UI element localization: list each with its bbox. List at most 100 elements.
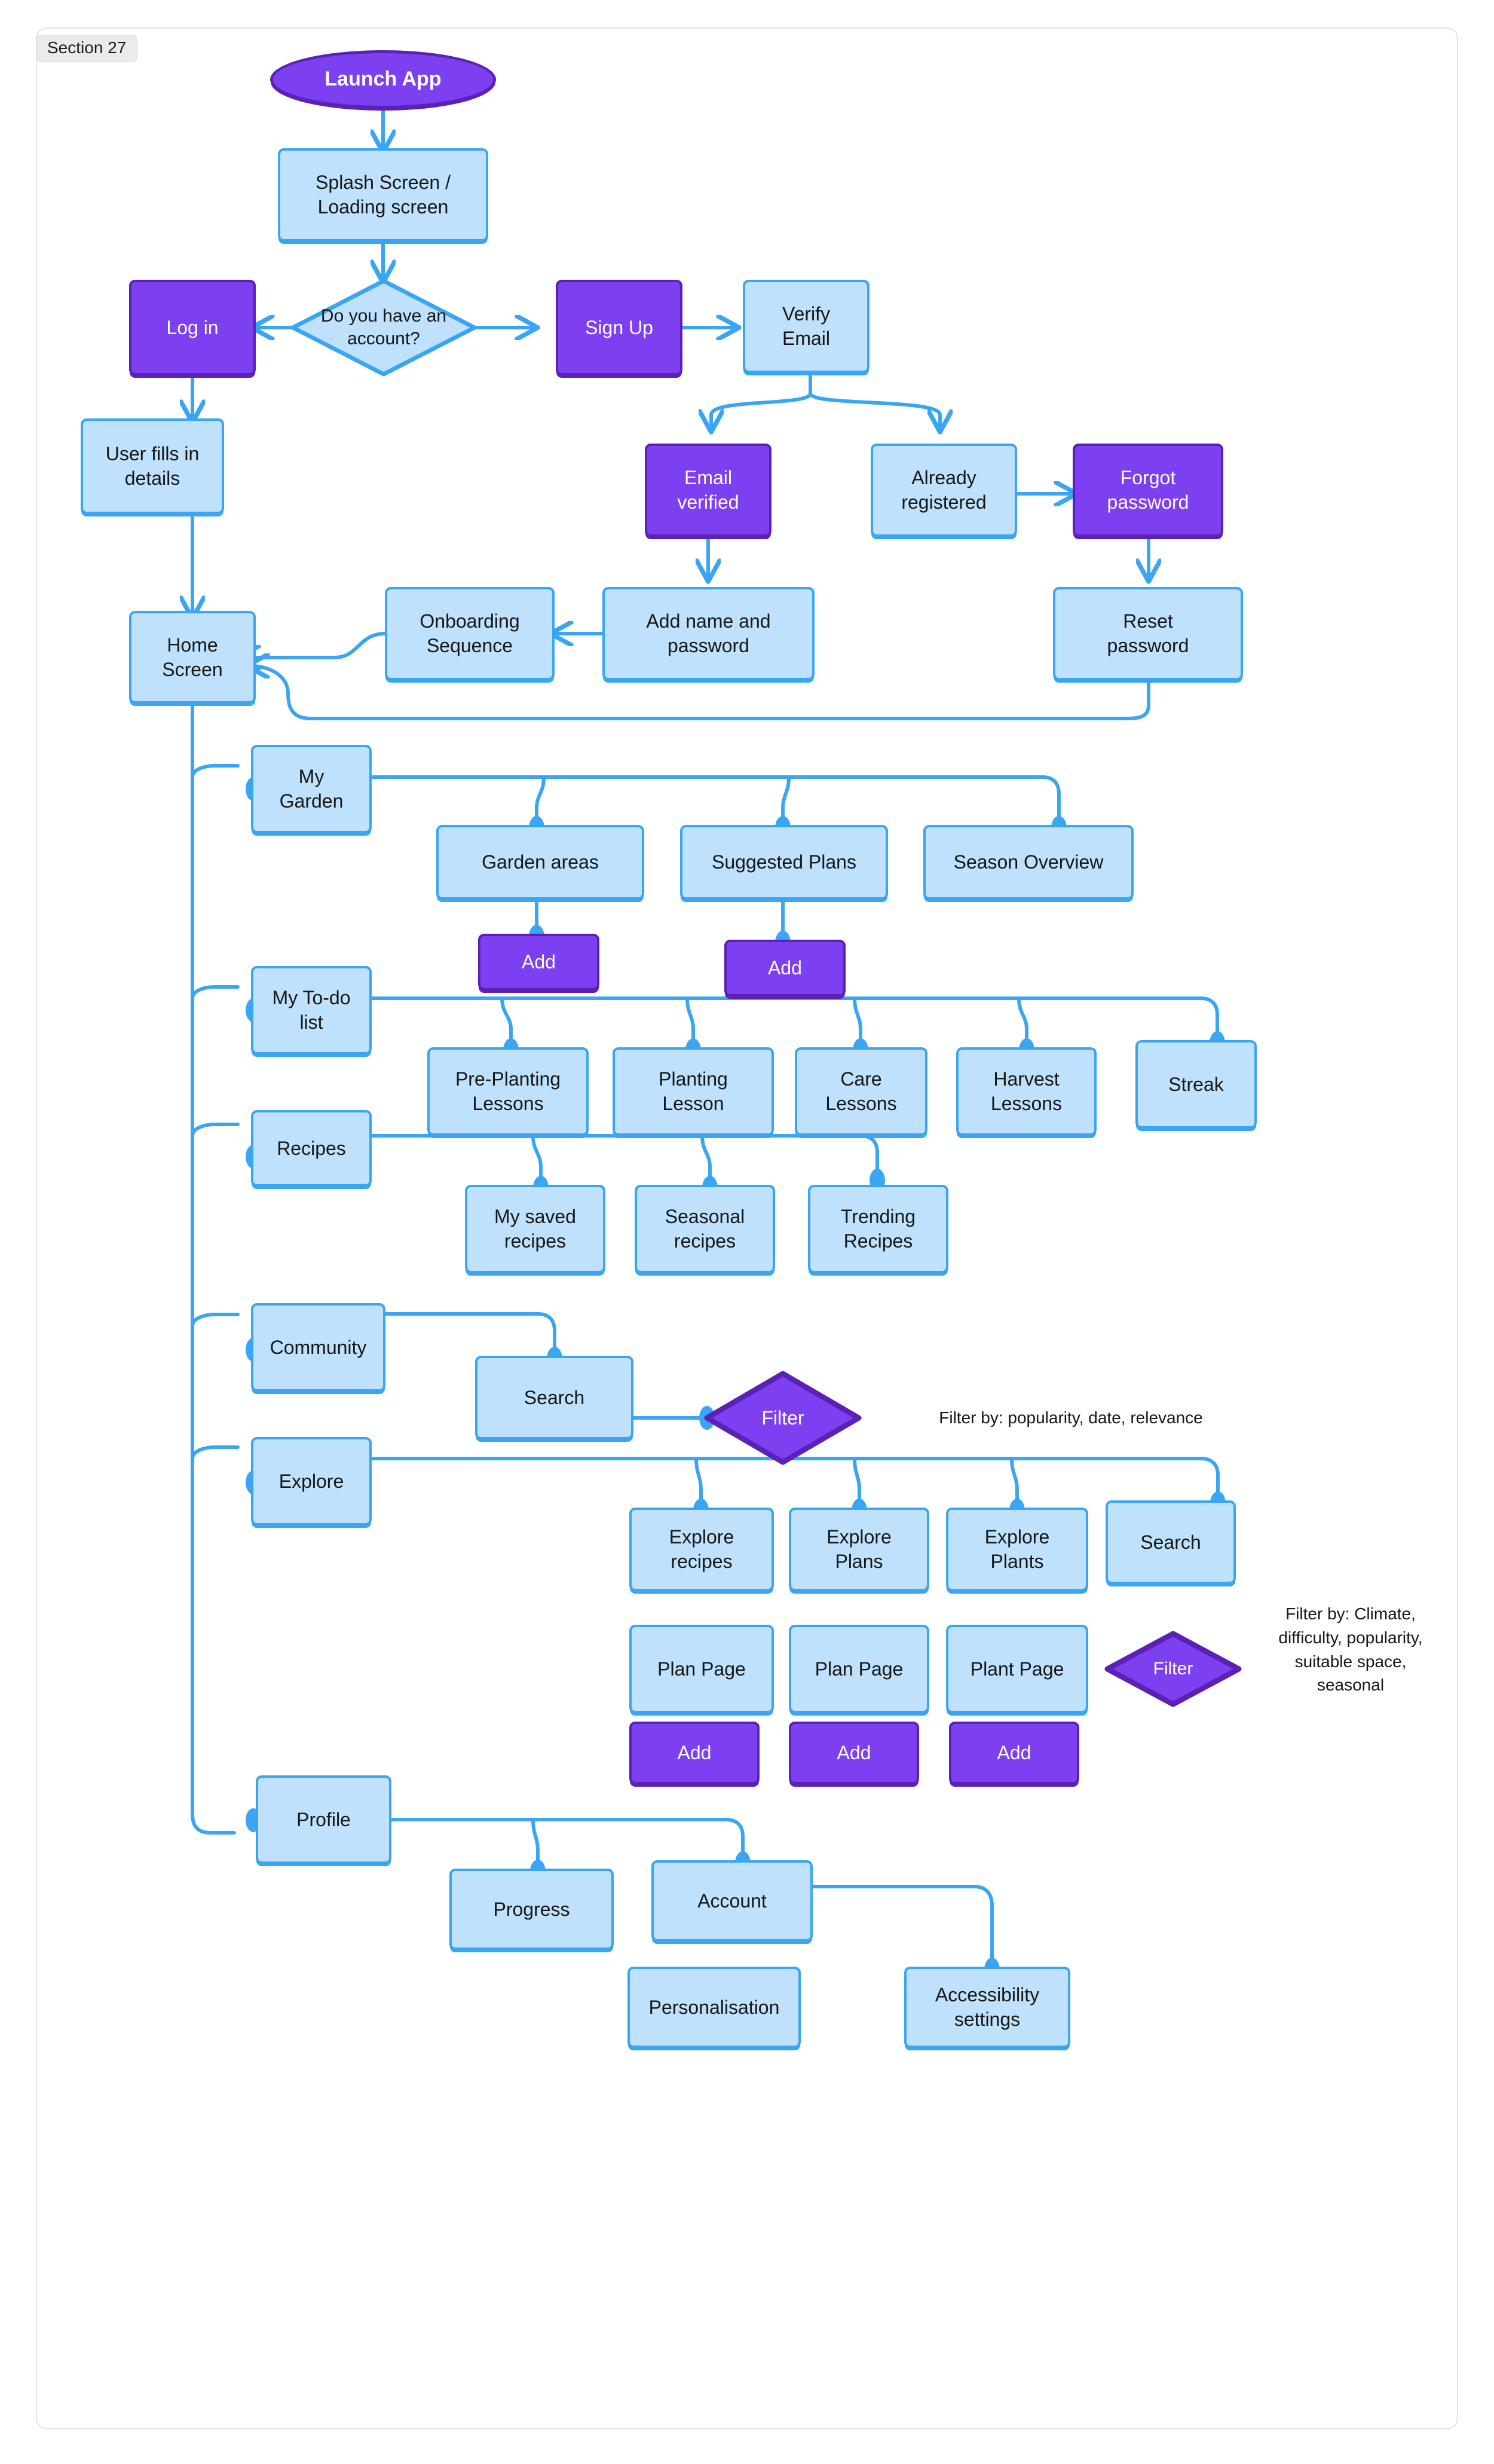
- node-progress[interactable]: Progress: [449, 1869, 614, 1950]
- node-explore-recipes-line2: recipes: [671, 1551, 733, 1572]
- node-seasonal-line2: recipes: [673, 1230, 736, 1252]
- node-onboarding-line2: Sequence: [426, 635, 513, 656]
- node-explore-filter-label: Filter: [1153, 1658, 1193, 1679]
- node-plan-page-1[interactable]: Plan Page: [629, 1625, 774, 1713]
- node-explore-search[interactable]: Search: [1106, 1500, 1236, 1584]
- node-pre-planting-lessons[interactable]: Pre-Planting Lessons: [427, 1047, 589, 1136]
- node-suggested-plans-label: Suggested Plans: [712, 851, 856, 873]
- node-email-verified[interactable]: Email verified: [645, 444, 772, 537]
- node-streak[interactable]: Streak: [1135, 1040, 1257, 1129]
- node-progress-label: Progress: [493, 1898, 570, 1920]
- note-community-filter: Filter by: popularity, date, relevance: [904, 1406, 1238, 1430]
- node-my-todo-list[interactable]: My To-do list: [251, 966, 372, 1054]
- node-planting-lesson[interactable]: Planting Lesson: [613, 1047, 774, 1136]
- node-forgot-password[interactable]: Forgot password: [1073, 444, 1223, 537]
- node-verify-email[interactable]: Verify Email: [743, 280, 870, 373]
- node-my-todo-line2: list: [299, 1011, 323, 1033]
- node-explore-plants-line2: Plants: [990, 1551, 1044, 1572]
- node-already-registered-line2: registered: [901, 491, 987, 513]
- node-log-in[interactable]: Log in: [129, 280, 256, 375]
- node-log-in-label: Log in: [166, 316, 219, 338]
- node-accessibility-settings[interactable]: Accessibility settings: [904, 1967, 1070, 2048]
- node-already-registered-line1: Already: [911, 467, 976, 489]
- node-explore-recipes-line1: Explore: [669, 1526, 734, 1548]
- node-care-lessons-line2: Lessons: [825, 1093, 897, 1114]
- note-explore-filter-line3: suitable space,: [1294, 1652, 1407, 1671]
- note-explore-filter: Filter by: Climate, difficulty, populari…: [1252, 1602, 1449, 1697]
- node-email-verified-line1: Email: [684, 467, 732, 489]
- node-explore[interactable]: Explore: [251, 1437, 372, 1526]
- node-splash-line2: Loading screen: [317, 196, 449, 218]
- node-community-search-label: Search: [523, 1386, 585, 1408]
- node-my-garden-line1: My: [298, 766, 324, 788]
- node-sign-up[interactable]: Sign Up: [556, 280, 682, 375]
- node-suggested-plans[interactable]: Suggested Plans: [680, 825, 888, 900]
- node-plan-page-1-label: Plan Page: [657, 1658, 746, 1680]
- node-planting-lesson-line1: Planting: [659, 1068, 728, 1090]
- node-community[interactable]: Community: [251, 1303, 385, 1392]
- node-explore-filter[interactable]: Filter: [1104, 1631, 1242, 1707]
- node-personalisation[interactable]: Personalisation: [627, 1967, 801, 2048]
- node-profile-label: Profile: [296, 1808, 351, 1830]
- node-explore-plans-line1: Explore: [826, 1526, 892, 1548]
- node-trending-line1: Trending: [840, 1206, 916, 1228]
- node-add-name-line1: Add name and: [646, 610, 771, 632]
- node-add-garden-area[interactable]: Add: [478, 934, 599, 991]
- node-home-screen-line1: Home: [167, 634, 218, 656]
- node-reset-password-line2: password: [1107, 635, 1189, 656]
- node-care-lessons[interactable]: Care Lessons: [795, 1047, 927, 1136]
- node-add-garden-area-label: Add: [522, 951, 556, 973]
- node-reset-password[interactable]: Reset password: [1053, 587, 1243, 680]
- node-launch-app-label: Launch App: [324, 68, 442, 91]
- node-plant-page[interactable]: Plant Page: [946, 1625, 1088, 1713]
- node-plan-page-2[interactable]: Plan Page: [789, 1625, 929, 1713]
- node-seasonal-recipes[interactable]: Seasonal recipes: [635, 1185, 775, 1273]
- node-add-suggested-plan[interactable]: Add: [724, 940, 846, 996]
- node-trending-recipes[interactable]: Trending Recipes: [808, 1185, 948, 1273]
- node-community-filter[interactable]: Filter: [704, 1371, 862, 1465]
- node-decision-line1: Do you have an: [320, 305, 447, 326]
- node-explore-plans[interactable]: Explore Plans: [789, 1508, 929, 1591]
- node-add-suggested-plan-label: Add: [768, 957, 802, 979]
- node-harvest-lessons-line2: Lessons: [990, 1093, 1063, 1114]
- node-profile[interactable]: Profile: [256, 1775, 391, 1864]
- node-add-name-line2: password: [668, 635, 749, 656]
- node-user-fills-line2: details: [124, 467, 180, 489]
- node-add-plan-1[interactable]: Add: [629, 1722, 760, 1784]
- node-streak-label: Streak: [1168, 1073, 1224, 1095]
- node-add-plan-2[interactable]: Add: [789, 1722, 919, 1784]
- node-recipes-label: Recipes: [277, 1137, 346, 1159]
- node-explore-recipes[interactable]: Explore recipes: [629, 1508, 774, 1591]
- node-season-overview[interactable]: Season Overview: [923, 825, 1134, 900]
- node-pre-planting-line1: Pre-Planting: [455, 1068, 561, 1090]
- node-email-verified-line2: verified: [677, 491, 739, 513]
- node-accessibility-line2: settings: [954, 2009, 1021, 2030]
- node-already-registered[interactable]: Already registered: [871, 444, 1017, 537]
- node-verify-email-line1: Verify: [782, 303, 831, 325]
- node-splash-screen[interactable]: Splash Screen / Loading screen: [278, 148, 488, 241]
- node-community-label: Community: [270, 1336, 367, 1358]
- node-recipes[interactable]: Recipes: [251, 1110, 372, 1187]
- node-community-search[interactable]: Search: [475, 1356, 633, 1439]
- node-add-name-and-password[interactable]: Add name and password: [602, 587, 815, 680]
- node-launch-app[interactable]: Launch App: [270, 50, 496, 109]
- node-plan-page-2-label: Plan Page: [815, 1658, 904, 1680]
- node-my-garden[interactable]: My Garden: [251, 745, 372, 833]
- node-account[interactable]: Account: [651, 1860, 813, 1942]
- node-explore-search-label: Search: [1140, 1531, 1201, 1553]
- node-home-screen[interactable]: Home Screen: [129, 611, 256, 704]
- node-user-fills-in-details[interactable]: User fills in details: [81, 418, 224, 514]
- node-add-plant-label: Add: [997, 1742, 1031, 1764]
- node-explore-plants[interactable]: Explore Plants: [946, 1508, 1088, 1591]
- node-care-lessons-line1: Care: [840, 1068, 882, 1090]
- node-my-todo-line1: My To-do: [272, 987, 351, 1009]
- node-home-screen-line2: Screen: [162, 658, 223, 680]
- node-season-overview-label: Season Overview: [953, 851, 1104, 873]
- node-do-you-have-an-account[interactable]: Do you have an account?: [290, 279, 477, 377]
- node-onboarding-line1: Onboarding: [420, 610, 520, 632]
- node-harvest-lessons[interactable]: Harvest Lessons: [956, 1047, 1097, 1136]
- node-garden-areas[interactable]: Garden areas: [436, 825, 644, 900]
- node-onboarding-sequence[interactable]: Onboarding Sequence: [385, 587, 555, 680]
- node-my-saved-recipes[interactable]: My saved recipes: [465, 1185, 605, 1273]
- node-add-plant[interactable]: Add: [949, 1722, 1079, 1784]
